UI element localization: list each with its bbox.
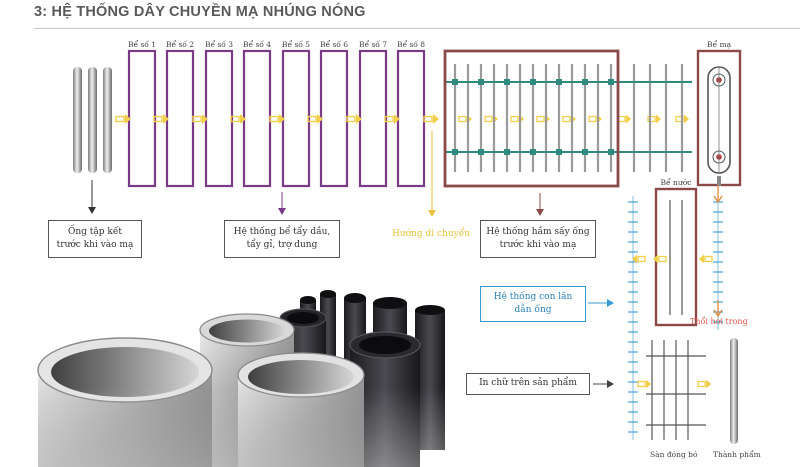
water-tank <box>632 176 723 327</box>
callout-roller-system: Hệ thống con lăn dẫn ống <box>480 286 586 322</box>
finished-product-rod <box>730 338 738 444</box>
tank-label-6: Bể số 6 <box>320 40 348 49</box>
dryer-tunnel <box>443 49 692 188</box>
tank-label-8: Bể số 8 <box>397 40 425 49</box>
callout-pipes-before: Ống tập kết trước khi vào mạ <box>48 220 142 258</box>
air-blow-label: Thổi hơi trong <box>690 317 748 326</box>
callout-dryer-system: Hệ thống hầm sấy ống trước khi vào mạ <box>480 220 596 258</box>
roller-columns <box>628 196 723 440</box>
tank-labels: Bể số 1 Bể số 2 Bể số 3 Bể số 4 Bể số 5 … <box>128 40 425 49</box>
bundling-floor-label: Sàn đóng bó <box>650 450 698 459</box>
page-title: 3: HỆ THỐNG DÂY CHUYỀN MẠ NHÚNG NÓNG <box>34 4 366 20</box>
finished-product-label: Thành phẩm <box>713 450 761 459</box>
water-tank-label: Bể nước <box>661 178 692 187</box>
flow-arrows <box>115 114 689 124</box>
callout-print-on-product: In chữ trên sản phẩm <box>466 373 590 395</box>
flow-direction-label: Hướng di chuyển <box>392 229 471 239</box>
tank-label-5: Bể số 5 <box>282 40 310 49</box>
callout-arrows <box>88 131 614 388</box>
tank-label-1: Bể số 1 <box>128 40 156 49</box>
galvanizing-tank-label: Bể mạ <box>707 40 732 49</box>
tank-label-3: Bể số 3 <box>205 40 233 49</box>
tank-label-7: Bể số 7 <box>359 40 387 49</box>
tank-label-4: Bể số 4 <box>243 40 271 49</box>
title-rule <box>34 28 800 29</box>
galvanizing-tank <box>696 49 742 187</box>
callout-degrease-system: Hệ thống bể tẩy dầu, tẩy gỉ, trợ dung <box>224 220 340 258</box>
bundling-floor <box>637 340 711 440</box>
tank-label-2: Bể số 2 <box>166 40 194 49</box>
incoming-pipes <box>73 67 112 173</box>
steel-pipes-photo <box>0 290 460 467</box>
tanks <box>127 49 426 188</box>
